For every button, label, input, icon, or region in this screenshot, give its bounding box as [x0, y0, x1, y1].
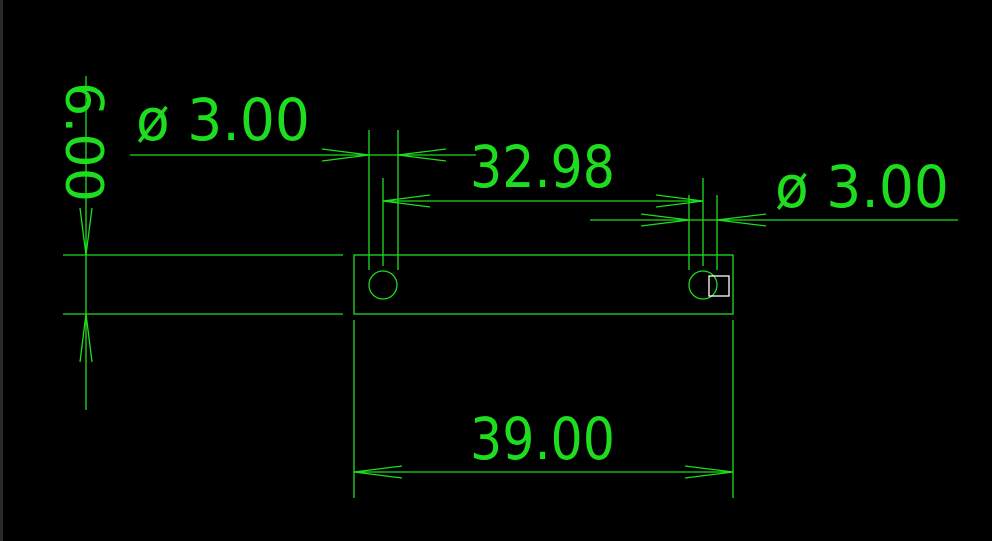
height-dimension-text[interactable]: 6.00	[53, 82, 113, 202]
overall-width-text[interactable]: 39.00	[470, 405, 615, 473]
spacing-arrow-left	[382, 194, 431, 208]
right-hole[interactable]	[688, 270, 718, 300]
left-hole[interactable]	[368, 270, 398, 300]
right-hole-diameter-text[interactable]: ø 3.00	[775, 153, 949, 221]
width-arrow-right	[684, 465, 734, 479]
part-outline[interactable]	[353, 254, 734, 315]
dimension-texts: 6.00 ø 3.00 32.98 ø 3.00 39.00	[53, 82, 949, 473]
hole-spacing-text[interactable]: 32.98	[470, 133, 615, 201]
drawing-geometry	[63, 76, 958, 498]
height-arrow-top	[79, 207, 93, 256]
pick-box-cursor-icon	[708, 275, 730, 297]
width-arrow-left	[353, 465, 403, 479]
left-hole-diameter-text[interactable]: ø 3.00	[136, 86, 310, 154]
viewport-left-edge	[0, 0, 3, 541]
height-arrow-bottom	[79, 313, 93, 363]
